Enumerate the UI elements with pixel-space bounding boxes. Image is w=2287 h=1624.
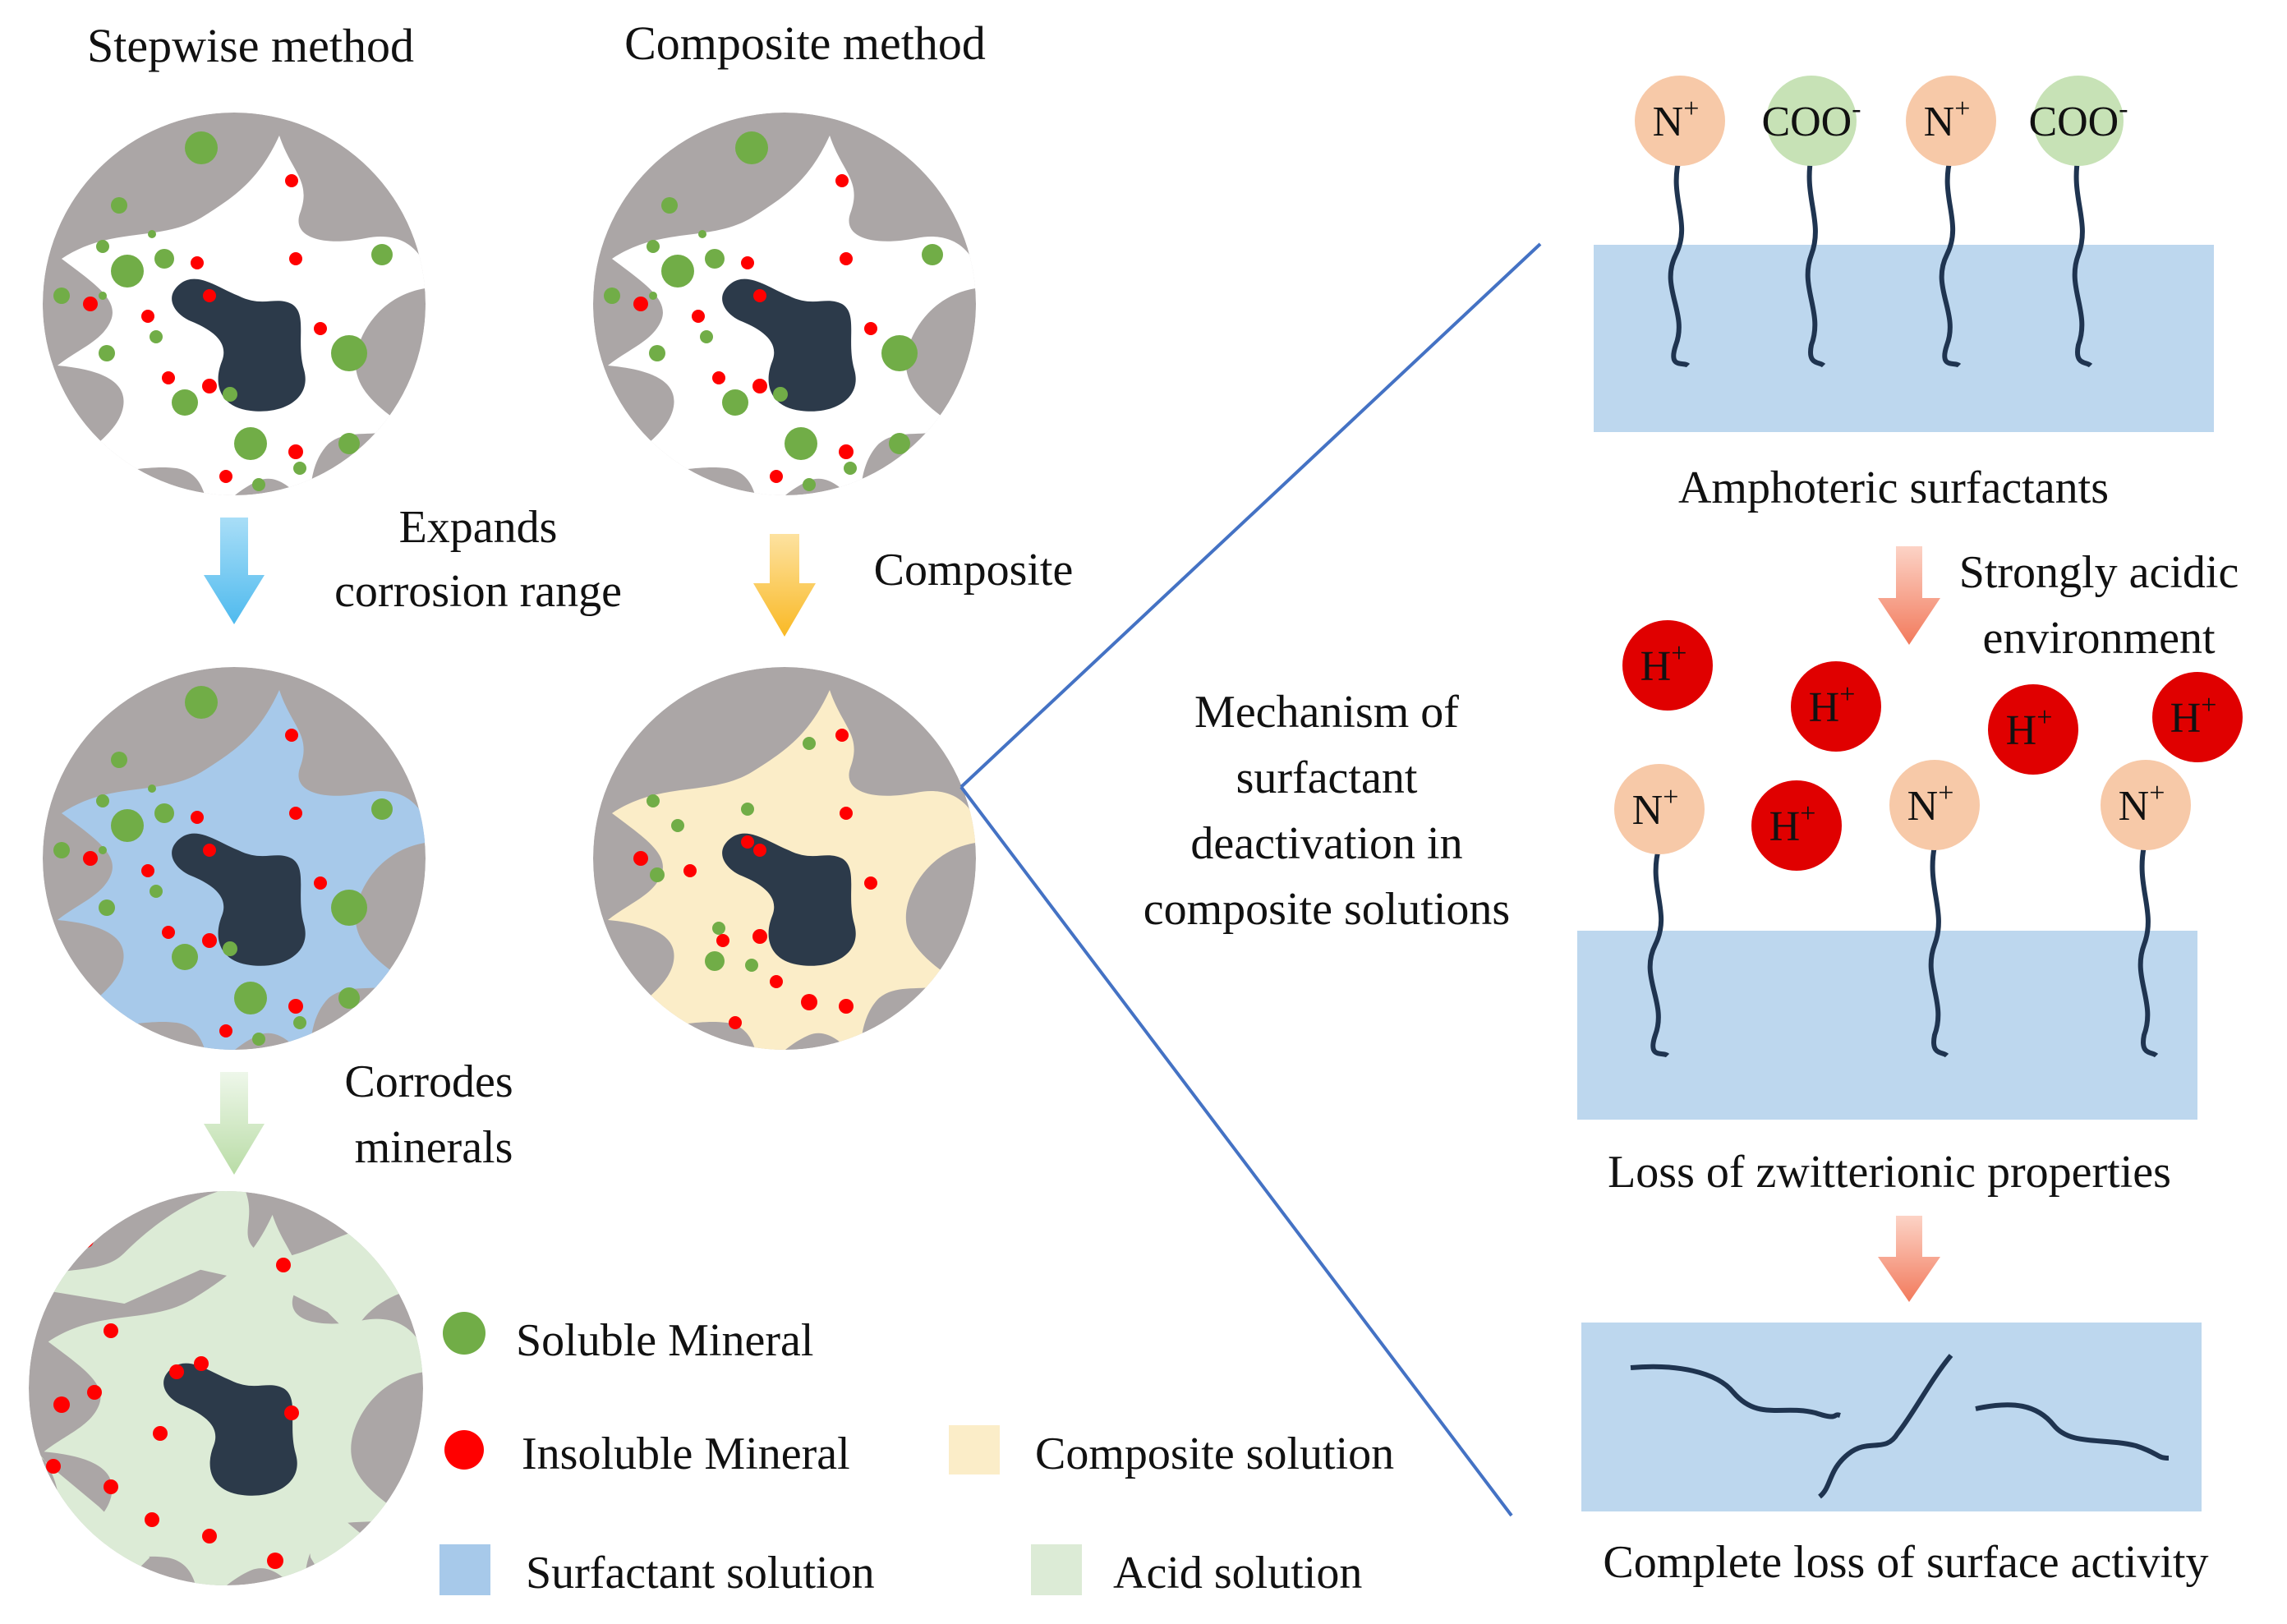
amphoteric-label: Amphoteric surfactants (1678, 462, 2109, 513)
legend-soluble-label: Soluble Mineral (516, 1315, 813, 1366)
svg-text:H+: H+ (1769, 798, 1816, 850)
mechanism-label-line2: surfactant (1236, 752, 1418, 803)
legend-acid-label: Acid solution (1113, 1548, 1362, 1599)
svg-text:COO-: COO- (2028, 94, 2128, 145)
composite-step-label: Composite (874, 545, 1074, 596)
rock-sample-composite-stage (593, 667, 976, 1050)
n-plus-head-icon: N+ (1906, 76, 1996, 166)
svg-text:H+: H+ (2170, 690, 2217, 742)
legend-surfactant-label: Surfactant solution (526, 1548, 875, 1599)
svg-text:N+: N+ (2119, 778, 2165, 830)
legend-soluble-swatch (443, 1312, 485, 1355)
svg-text:H+: H+ (1809, 679, 1856, 731)
mechanism-label-line4: composite solutions (1144, 884, 1510, 935)
expands-label-line2: corrosion range (334, 566, 622, 617)
legend-composite-label: Composite solution (1035, 1428, 1394, 1479)
svg-text:H+: H+ (1640, 638, 1687, 690)
rock-sample-acid-stage (29, 1191, 423, 1585)
arrow-blue-down-icon (204, 518, 265, 624)
rock-sample-surfactant-stage (43, 667, 426, 1050)
arrow-red-down-icon (1878, 546, 1940, 645)
coo-minus-head-icon: COO- (1761, 76, 1861, 166)
surface-panel-amphoteric (1594, 245, 2214, 432)
h-plus-ion-icon: H+ (1622, 620, 1713, 711)
expands-label-line1: Expands (399, 502, 558, 553)
zoom-guide-line-lower (959, 785, 1513, 1517)
arrow-red-down-icon (1878, 1216, 1940, 1302)
n-plus-head-icon: N+ (2101, 760, 2191, 850)
svg-text:H+: H+ (2006, 702, 2053, 754)
arrow-yellow-down-icon (753, 534, 816, 637)
loss-zwitterionic-label: Loss of zwitterionic properties (1608, 1147, 2171, 1198)
complete-loss-label: Complete loss of surface activity (1603, 1537, 2208, 1588)
acidic-label-line1: Strongly acidic (1959, 547, 2239, 598)
h-plus-ion-icon: H+ (2152, 672, 2243, 762)
n-plus-head-icon: N+ (1889, 760, 1980, 850)
svg-text:COO-: COO- (1761, 94, 1861, 145)
arrow-green-down-icon (204, 1072, 265, 1175)
surface-panel-deactivated (1581, 1323, 2202, 1511)
legend-surfactant-swatch (439, 1544, 490, 1595)
svg-text:N+: N+ (1632, 782, 1679, 834)
zoom-guide-line-upper (959, 242, 1542, 789)
legend-insoluble-swatch (444, 1430, 484, 1470)
legend-acid-swatch (1031, 1544, 1082, 1595)
n-plus-head-icon: N+ (1635, 76, 1725, 166)
svg-text:N+: N+ (1653, 94, 1700, 145)
corrodes-label-line2: minerals (355, 1122, 513, 1173)
surface-panel-acidic (1577, 931, 2197, 1120)
svg-text:N+: N+ (1924, 94, 1971, 145)
surfactant-tails-amphoteric (1668, 155, 2093, 368)
n-plus-head-icon: N+ (1614, 764, 1705, 854)
mechanism-label-line3: deactivation in (1190, 818, 1462, 869)
h-plus-ion-icon: H+ (1988, 684, 2078, 775)
collapsed-surfactant-tails (1630, 1354, 2170, 1499)
acidic-label-line2: environment (1982, 613, 2215, 664)
composite-method-title: Composite method (624, 16, 986, 70)
h-plus-ion-icon: H+ (1751, 780, 1842, 871)
surfactant-tails-acidic (1647, 845, 2159, 1058)
legend-composite-swatch (949, 1425, 1000, 1474)
corrodes-label-line1: Corrodes (344, 1056, 513, 1107)
coo-minus-head-icon: COO- (2028, 76, 2128, 166)
stepwise-method-title: Stepwise method (87, 19, 414, 72)
mechanism-label-line1: Mechanism of (1194, 687, 1459, 738)
rock-sample-stepwise-initial (43, 113, 426, 495)
svg-text:N+: N+ (1907, 778, 1954, 830)
h-plus-ion-icon: H+ (1791, 661, 1881, 752)
rock-sample-composite-initial (593, 113, 976, 495)
legend-insoluble-label: Insoluble Mineral (522, 1428, 850, 1479)
